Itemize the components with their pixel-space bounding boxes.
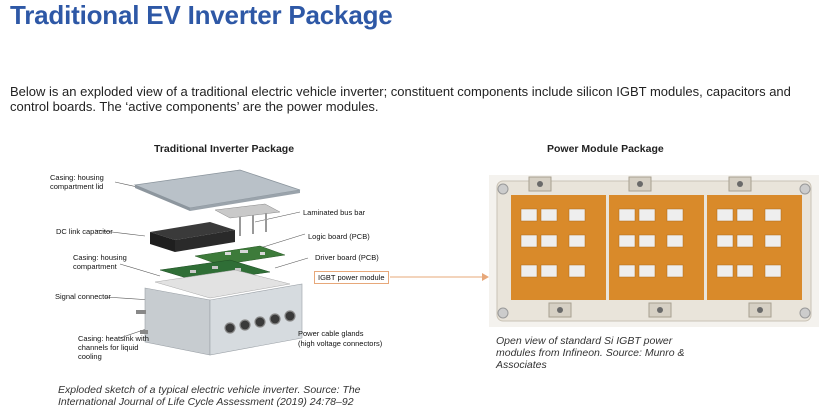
label-housing-lid: Casing: housing compartment lid bbox=[50, 173, 104, 191]
label-logic-board: Logic board (PCB) bbox=[308, 232, 370, 241]
label-dc-link-capacitor: DC link capacitor bbox=[56, 227, 113, 236]
page-title: Traditional EV Inverter Package bbox=[10, 0, 393, 30]
connector-arrow bbox=[390, 273, 489, 281]
right-figure-caption: Open view of standard Si IGBT power modu… bbox=[496, 335, 685, 371]
label-driver-board: Driver board (PCB) bbox=[315, 253, 379, 262]
right-figure-heading: Power Module Package bbox=[547, 143, 664, 155]
label-heatsink: Casing: heatsink with channels for liqui… bbox=[78, 334, 149, 361]
left-figure-heading: Traditional Inverter Package bbox=[154, 143, 295, 155]
label-housing-compartment: Casing: housing compartment bbox=[73, 253, 127, 271]
label-laminated-bus-bar: Laminated bus bar bbox=[303, 208, 366, 217]
label-igbt-power-module: IGBT power module bbox=[314, 271, 389, 284]
exploded-inverter-illustration bbox=[94, 169, 309, 356]
left-figure-caption: Exploded sketch of a typical electric ve… bbox=[58, 384, 361, 408]
label-signal-connector: Signal connector bbox=[55, 292, 111, 301]
power-module-photo bbox=[489, 175, 819, 327]
label-high-voltage-connectors: (high voltage connectors) bbox=[298, 339, 383, 348]
label-power-cable-glands: Power cable glands bbox=[298, 329, 364, 338]
intro-paragraph: Below is an exploded view of a tradition… bbox=[10, 84, 791, 114]
